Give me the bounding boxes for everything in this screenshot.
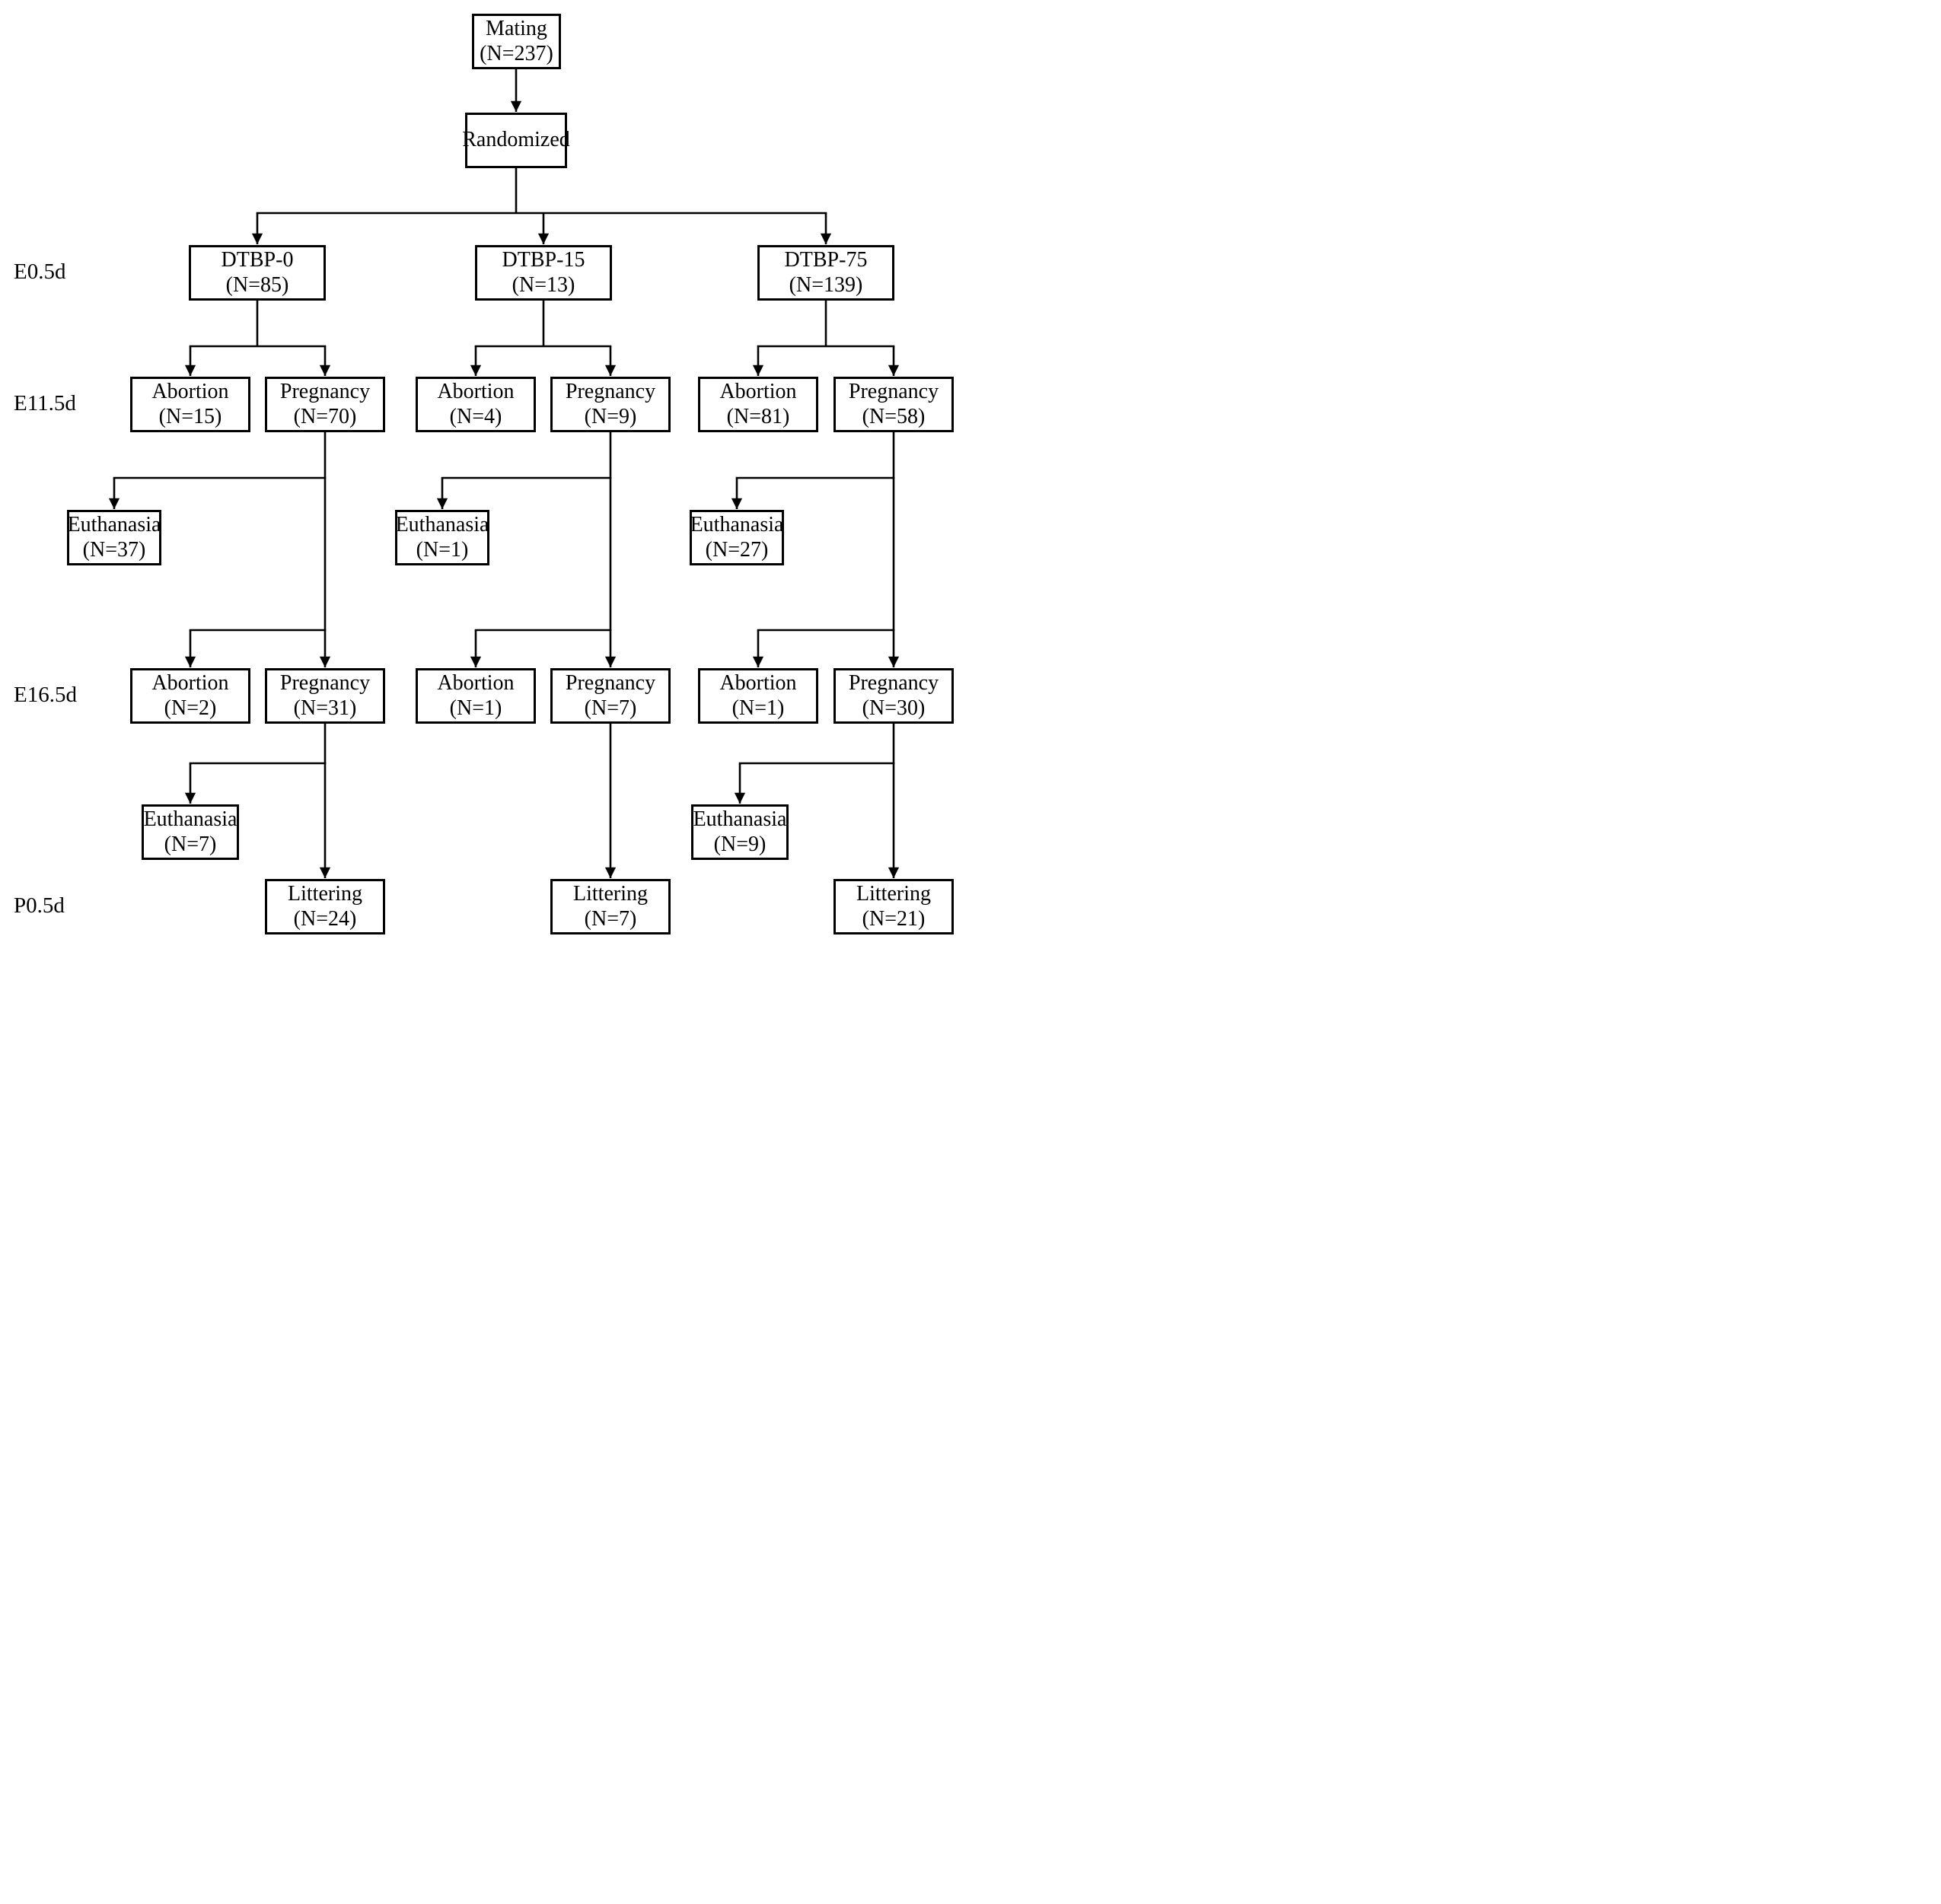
node-mating-count: (N=237)	[480, 41, 553, 65]
node-mating-label: Mating	[486, 17, 547, 41]
node-dtbp-75: DTBP-75 (N=139)	[757, 245, 894, 301]
node-dtbp-15: DTBP-15 (N=13)	[475, 245, 612, 301]
node-c3-abortion-e16-count: (N=1)	[731, 696, 785, 720]
node-c1-euthanasia-1-count: (N=37)	[82, 537, 146, 562]
node-c1-pregnancy-e16-label: Pregnancy	[279, 671, 371, 696]
node-c1-littering-label: Littering	[288, 882, 362, 906]
node-dtbp-0-label: DTBP-0	[221, 248, 294, 272]
node-c2-euthanasia-1-label: Euthanasia	[395, 513, 489, 537]
connector-lines	[108, 69, 900, 878]
node-c1-littering: Littering (N=24)	[265, 879, 385, 934]
node-c2-pregnancy-e11-count: (N=9)	[584, 404, 637, 428]
node-c2-euthanasia-1-count: (N=1)	[416, 537, 469, 562]
node-randomized: Randomized	[462, 113, 570, 168]
node-c1-littering-count: (N=24)	[293, 906, 357, 931]
node-c3-pregnancy-e11: Pregnancy (N=58)	[833, 377, 954, 432]
node-c3-pregnancy-e16: Pregnancy (N=30)	[833, 668, 954, 724]
node-c2-abortion-e11: Abortion (N=4)	[416, 377, 536, 432]
row-label-e16-5d: E16.5d	[14, 683, 77, 707]
node-c2-abortion-e16-label: Abortion	[437, 671, 515, 696]
node-mating: Mating (N=237)	[472, 14, 561, 69]
node-randomized-label: Randomized	[462, 128, 570, 152]
node-c1-pregnancy-e11-label: Pregnancy	[279, 380, 371, 404]
node-c3-abortion-e16-label: Abortion	[719, 671, 797, 696]
node-c3-euthanasia-1-label: Euthanasia	[690, 513, 784, 537]
node-dtbp-0: DTBP-0 (N=85)	[189, 245, 326, 301]
node-c3-littering: Littering (N=21)	[833, 879, 954, 934]
node-c1-pregnancy-e16-count: (N=31)	[293, 696, 357, 720]
node-c2-pregnancy-e16-label: Pregnancy	[565, 671, 656, 696]
row-label-e0-5d: E0.5d	[14, 259, 66, 284]
node-c2-abortion-e16-count: (N=1)	[449, 696, 502, 720]
node-c1-abortion-e16-label: Abortion	[151, 671, 229, 696]
node-c1-abortion-e16-count: (N=2)	[164, 696, 217, 720]
node-c1-abortion-e11-count: (N=15)	[158, 404, 222, 428]
node-c3-euthanasia-2-label: Euthanasia	[693, 807, 787, 832]
node-c3-euthanasia-2: Euthanasia (N=9)	[691, 804, 789, 860]
row-label-e11-5d: E11.5d	[14, 391, 76, 416]
node-dtbp-75-count: (N=139)	[789, 272, 863, 297]
node-c3-littering-count: (N=21)	[862, 906, 926, 931]
node-c1-euthanasia-1: Euthanasia (N=37)	[67, 510, 161, 565]
node-dtbp-75-label: DTBP-75	[784, 248, 868, 272]
node-c3-abortion-e11-count: (N=81)	[726, 404, 790, 428]
node-c2-abortion-e11-label: Abortion	[437, 380, 515, 404]
node-c2-pregnancy-e11: Pregnancy (N=9)	[550, 377, 671, 432]
node-dtbp-15-label: DTBP-15	[502, 248, 585, 272]
node-c3-abortion-e16: Abortion (N=1)	[698, 668, 818, 724]
node-c1-pregnancy-e11-count: (N=70)	[293, 404, 357, 428]
node-c1-euthanasia-2: Euthanasia (N=7)	[142, 804, 239, 860]
node-c3-littering-label: Littering	[856, 882, 931, 906]
node-dtbp-15-count: (N=13)	[512, 272, 575, 297]
node-c2-littering: Littering (N=7)	[550, 879, 671, 934]
node-c1-abortion-e16: Abortion (N=2)	[130, 668, 250, 724]
node-c2-littering-label: Littering	[573, 882, 648, 906]
node-c1-euthanasia-2-label: Euthanasia	[143, 807, 237, 832]
node-c2-pregnancy-e16-count: (N=7)	[584, 696, 637, 720]
node-c2-littering-count: (N=7)	[584, 906, 637, 931]
node-c1-euthanasia-1-label: Euthanasia	[67, 513, 161, 537]
node-c2-abortion-e16: Abortion (N=1)	[416, 668, 536, 724]
node-c3-abortion-e11: Abortion (N=81)	[698, 377, 818, 432]
flow-diagram: E0.5d E11.5d E16.5d P0.5d Mating (N=237)…	[0, 0, 971, 952]
node-c3-pregnancy-e16-label: Pregnancy	[848, 671, 939, 696]
node-c3-pregnancy-e11-label: Pregnancy	[848, 380, 939, 404]
node-c3-abortion-e11-label: Abortion	[719, 380, 797, 404]
node-c1-abortion-e11-label: Abortion	[151, 380, 229, 404]
row-label-p0-5d: P0.5d	[14, 893, 65, 918]
node-c1-abortion-e11: Abortion (N=15)	[130, 377, 250, 432]
node-c1-pregnancy-e11: Pregnancy (N=70)	[265, 377, 385, 432]
node-c2-pregnancy-e16: Pregnancy (N=7)	[550, 668, 671, 724]
node-c3-euthanasia-1: Euthanasia (N=27)	[690, 510, 784, 565]
node-c2-abortion-e11-count: (N=4)	[449, 404, 502, 428]
node-c3-pregnancy-e16-count: (N=30)	[862, 696, 926, 720]
node-dtbp-0-count: (N=85)	[225, 272, 289, 297]
node-c3-euthanasia-1-count: (N=27)	[705, 537, 769, 562]
node-c2-euthanasia-1: Euthanasia (N=1)	[395, 510, 489, 565]
node-c3-euthanasia-2-count: (N=9)	[713, 832, 767, 856]
node-c1-pregnancy-e16: Pregnancy (N=31)	[265, 668, 385, 724]
node-c1-euthanasia-2-count: (N=7)	[164, 832, 217, 856]
node-c3-pregnancy-e11-count: (N=58)	[862, 404, 926, 428]
node-c2-pregnancy-e11-label: Pregnancy	[565, 380, 656, 404]
